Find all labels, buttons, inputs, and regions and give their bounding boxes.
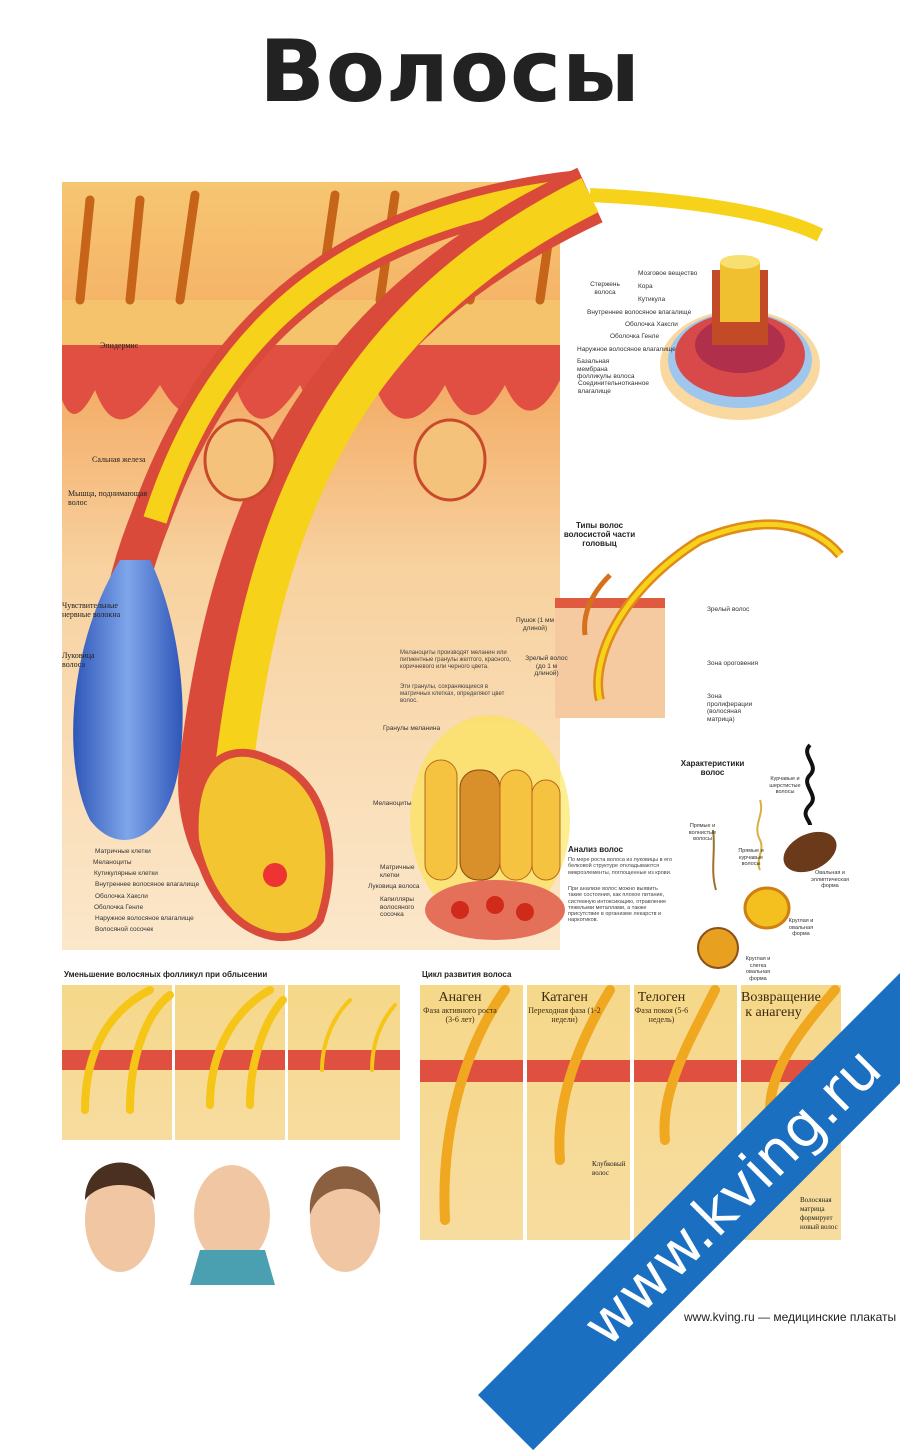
phase-desc: Переходная фаза (1-2 недели) (528, 1006, 601, 1024)
phase-name: Телоген (637, 990, 686, 1005)
hair-types-title: Типы волос волосистой части головыц (563, 521, 636, 548)
cs-label: Кора (638, 283, 653, 290)
ch-label: Овальная и эллиптическая форма (811, 870, 849, 889)
melanocyte-figure (410, 715, 570, 940)
bulb-label: Оболочка Генле (94, 904, 144, 911)
baldness-title: Уменьшение волосяных фолликул при облысе… (64, 970, 268, 979)
melanin-text-2: Эти гранулы, сохраняющиеся в матричных к… (400, 684, 505, 704)
phase-name: Возвращение к анагену (741, 990, 821, 1020)
label-hair-bulb: Луковица волоса (62, 651, 95, 669)
analysis-title: Анализ волос (568, 845, 623, 854)
cs-label: Соединительнотканное влагалище (578, 380, 649, 395)
footer-text: www.kving.ru — медицинские плакаты (684, 1310, 897, 1324)
cs-label: Базальная мембрана фолликулы волоса (577, 358, 635, 380)
ht-label: Пушок (1 мм длиной) (516, 617, 554, 632)
label-club-hair: Клубковый волос (592, 1160, 626, 1177)
label-new-hair-matrix: Волосяная матрица формирует новый волос (800, 1196, 838, 1231)
ch-label: Прямые и курчавые волосы (738, 848, 764, 867)
mel-label: Луковица волоса (368, 883, 420, 890)
cycle-title: Цикл развития волоса (422, 970, 512, 979)
bulb-label: Матричные клетки (95, 848, 151, 855)
cs-label: Оболочка Хаксли (625, 321, 678, 328)
ht-label: Зрелый волос (707, 606, 750, 613)
cs-label: Внутреннее волосяное влагалище (587, 309, 692, 316)
ht-label: Зона пролиферации (волосяная матрица) (707, 693, 753, 723)
phase-desc: Фаза покоя (5-6 недель) (634, 1006, 689, 1024)
bulb-label: Кутикулярные клетки (94, 870, 158, 877)
heads-figure (85, 1162, 381, 1285)
ch-label: Круглая и слегка овальная форма (745, 956, 771, 982)
phase-name: Анаген (438, 990, 482, 1005)
mel-label: Матричные клетки (380, 864, 415, 879)
cross-section-figure (660, 255, 820, 420)
cs-label: Наружное волосяное влагалище (577, 346, 676, 353)
bulb-label: Наружное волосяное влагалище (95, 915, 194, 922)
baldness-panels (62, 985, 400, 1140)
label-nerve-fibers: Чувствительные нервные волокна (62, 601, 121, 619)
ch-label: Круглая и овальная форма (788, 918, 814, 937)
cs-label: Кутикула (638, 296, 666, 303)
label-hair-shaft: Стержень волоса (590, 281, 620, 296)
melanin-text-1: Меланоциты производят меланин или пигмен… (400, 650, 511, 670)
ch-label: Курчавые и шерстистые волосы (769, 776, 801, 795)
bulb-label: Меланоциты (93, 859, 132, 866)
analysis-p1: По мере роста волоса из луковицы в его б… (568, 857, 673, 876)
analysis-p2: При анализе волос можно выявить такие со… (568, 886, 667, 924)
ch-label: Прямые и волнистые волосы (688, 823, 717, 842)
ht-label: Зрелый волос (до 1 м длиной) (525, 655, 568, 677)
cs-label: Мозговое вещество (638, 270, 698, 277)
cs-label: Оболочка Генле (610, 333, 660, 340)
characteristics-title: Характеристики волос (680, 759, 745, 777)
label-epidermis: Эпидермис (100, 341, 139, 350)
hair-follicles (73, 167, 824, 941)
mel-label: Меланоциты (373, 800, 412, 807)
hair-characteristics-figure (697, 743, 837, 969)
ht-label: Зона ороговения (707, 660, 758, 667)
bulb-label: Волосяной сосочек (95, 926, 154, 933)
phase-return-anagen: Возвращение к анагену (741, 990, 821, 1020)
poster-title: Волосы (259, 22, 641, 122)
bulb-label: Оболочка Хаксли (95, 893, 148, 900)
hair-types-figure (555, 519, 844, 718)
label-sebaceous-gland: Сальная железа (92, 455, 146, 464)
label-arrector-muscle: Мышца, поднимающая волос (68, 489, 148, 507)
phase-desc: Фаза активного роста (3-6 лет) (423, 1006, 497, 1024)
bulb-label: Внутреннее волосяное влагалище (95, 881, 200, 888)
phase-name: Катаген (541, 990, 588, 1005)
mel-label: Капилляры волосяного сосочка (380, 896, 415, 918)
mel-label: Гранулы меланина (383, 725, 441, 732)
